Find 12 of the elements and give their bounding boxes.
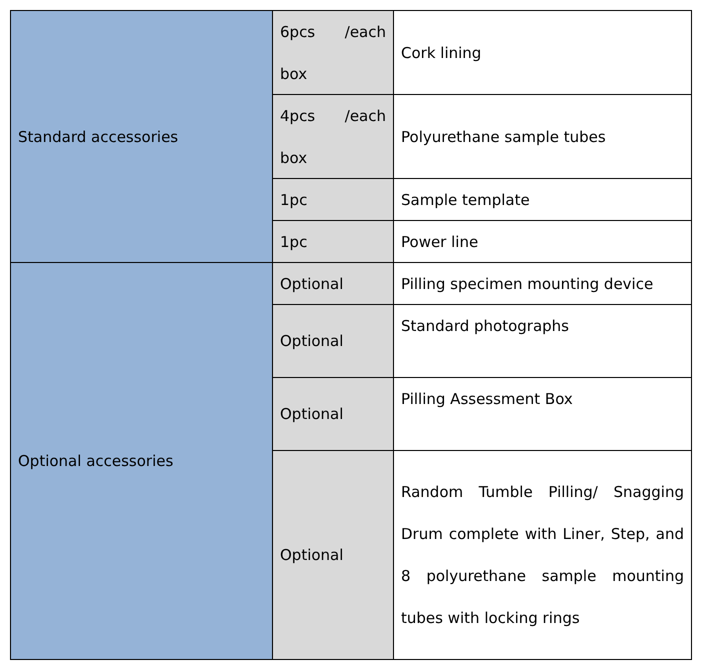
row-header-cell: Optional accessories: [10, 262, 273, 660]
quantity-cell: 6pcs /each box: [272, 10, 394, 95]
quantity-cell: 4pcs /each box: [272, 94, 394, 179]
quantity-cell: Optional: [272, 377, 394, 451]
quantity-cell: Optional: [272, 304, 394, 378]
row-header-cell: Standard accessories: [10, 10, 273, 263]
item-cell: Cork lining: [393, 10, 692, 95]
quantity-cell: Optional: [272, 262, 394, 305]
item-cell: Random Tumble Pilling/ Snagging Drum complete with Liner, Step, and 8 polyurethane sample mounting tubes with locking rings: [393, 450, 692, 660]
quantity-cell: 1pc: [272, 220, 394, 263]
quantity-cell: Optional: [272, 450, 394, 660]
quantity-cell: 1pc: [272, 178, 394, 221]
